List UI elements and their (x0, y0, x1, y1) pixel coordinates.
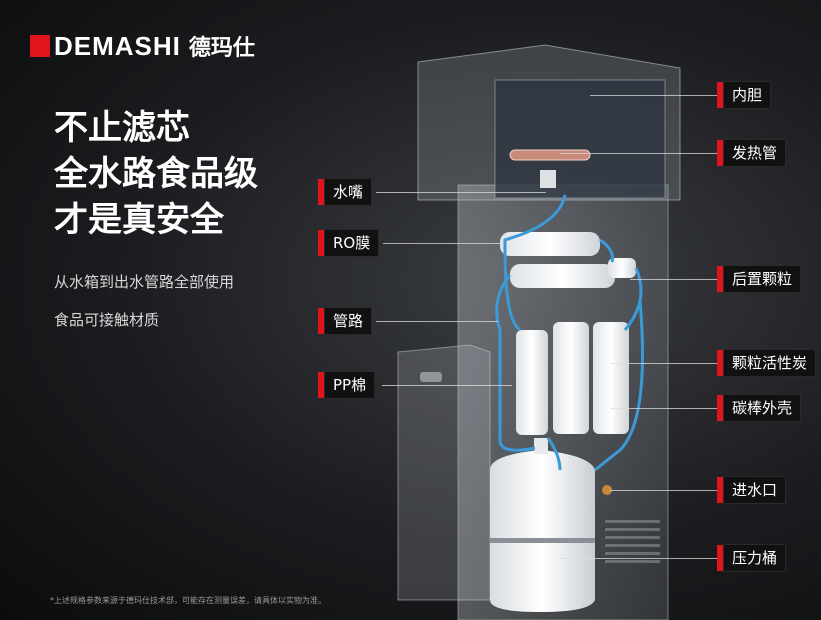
brand-square-icon (30, 35, 50, 57)
label-granular-carbon: 颗粒活性炭 (717, 349, 817, 377)
brand-name: DEMASHI (54, 30, 181, 61)
label-pp-cotton: PP棉 (318, 371, 376, 399)
footnote: *上述规格参数来源于德玛仕技术部，可能存在测量误差，请具体以实物为准。 (50, 596, 326, 605)
headline-line-1: 不止滤芯 (54, 108, 190, 148)
label-rear-granule: 后置颗粒 (717, 265, 802, 293)
subtext-line-2: 食品可接触材质 (54, 311, 160, 329)
label-carbon-rod-shell: 碳棒外壳 (717, 394, 802, 422)
label-inner-tank: 内胆 (717, 81, 772, 109)
headline: 不止滤芯 全水路食品级 才是真安全 (54, 105, 258, 243)
brand-name-cn: 德玛仕 (188, 36, 255, 61)
label-pipe: 管路 (318, 307, 373, 335)
headline-line-3: 才是真安全 (54, 200, 224, 240)
label-heating-tube: 发热管 (717, 139, 787, 167)
subtext-line-1: 从水箱到出水管路全部使用 (54, 273, 235, 291)
label-water-inlet: 进水口 (717, 476, 787, 504)
label-faucet: 水嘴 (318, 178, 373, 206)
brand-logo: DEMASHI 德玛仕 (30, 30, 255, 62)
label-pressure-tank: 压力桶 (717, 544, 787, 572)
headline-line-2: 全水路食品级 (54, 154, 258, 194)
label-ro-membrane: RO膜 (318, 229, 380, 257)
